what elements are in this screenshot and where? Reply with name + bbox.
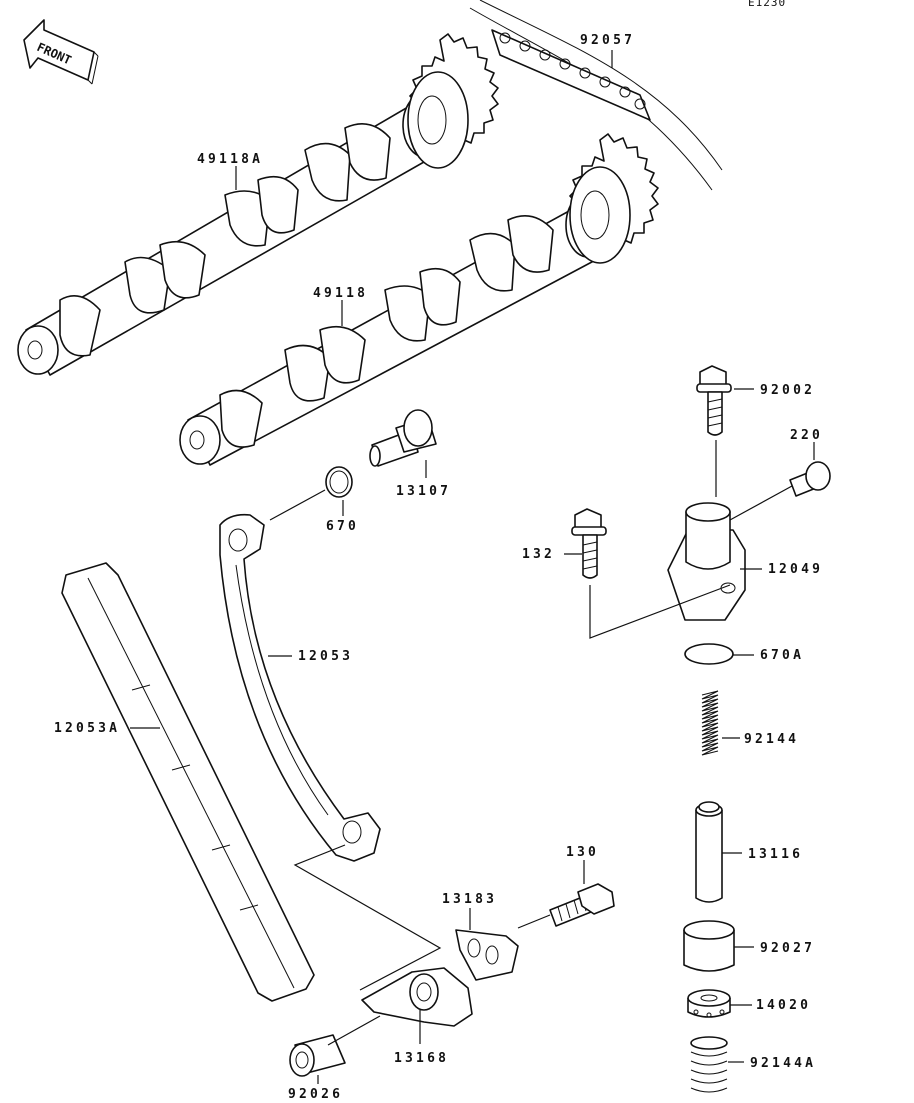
leader-lines	[130, 50, 815, 1084]
bush-92026	[289, 1034, 346, 1077]
camshaft-49118	[179, 133, 659, 466]
o-ring-670a	[684, 643, 734, 665]
bolt-132	[571, 508, 607, 579]
bolt-92002	[696, 365, 732, 436]
label-13183: 13183	[442, 892, 497, 907]
label-13168: 13168	[394, 1051, 449, 1066]
label-670: 670	[326, 519, 359, 534]
front-arrow-icon: FRONT	[23, 19, 99, 85]
guide-pin-13107	[369, 409, 437, 467]
label-130: 130	[566, 845, 599, 860]
label-92144: 92144	[744, 732, 799, 747]
label-49118: 49118	[313, 286, 368, 301]
spring-92144	[701, 690, 719, 756]
chain-guide-12053	[219, 513, 381, 862]
plate-13183	[455, 929, 519, 981]
label-13116: 13116	[748, 847, 803, 862]
label-92002: 92002	[760, 383, 815, 398]
figure-code: E1230	[748, 0, 786, 9]
spring-92144a	[690, 1036, 728, 1093]
label-12049: 12049	[768, 562, 823, 577]
label-49118a: 49118A	[197, 152, 263, 167]
cap-14020	[687, 989, 731, 1018]
part-labels: 92057 49118A 49118 92002 220 13107 670 1…	[54, 33, 823, 1102]
label-132: 132	[522, 547, 555, 562]
label-13107: 13107	[396, 484, 451, 499]
bolt-130	[549, 883, 615, 927]
label-12053a: 12053A	[54, 721, 120, 736]
collar-92027	[683, 920, 735, 972]
holder-13168	[361, 967, 473, 1027]
label-670a: 670A	[760, 648, 804, 663]
o-ring-670	[325, 466, 353, 498]
label-92027: 92027	[760, 941, 815, 956]
label-92057: 92057	[580, 33, 635, 48]
camshaft-49118a	[17, 33, 499, 376]
label-92144a: 92144A	[750, 1056, 816, 1071]
bolt-220	[789, 461, 831, 497]
label-92026: 92026	[288, 1087, 343, 1102]
tensioner-body-12049	[667, 502, 746, 621]
cam-chain	[469, 0, 723, 191]
label-14020: 14020	[756, 998, 811, 1013]
chain-guide-12053a	[61, 562, 315, 1002]
label-220: 220	[790, 428, 823, 443]
label-12053: 12053	[298, 649, 353, 664]
push-rod-13116	[695, 801, 723, 903]
